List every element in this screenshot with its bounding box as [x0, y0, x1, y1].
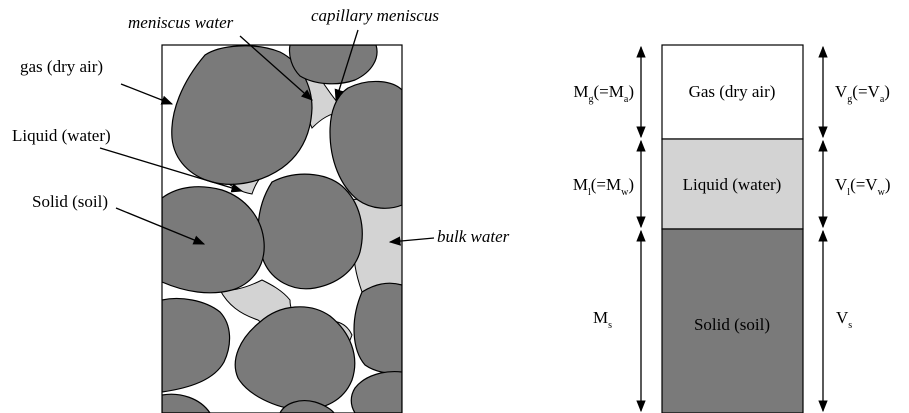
mass-gas-label: Mg(=Ma)	[573, 82, 634, 105]
grain	[353, 282, 402, 374]
grain	[171, 45, 313, 185]
soil-element-diagram: gas (dry air) Liquid (water) Solid (soil…	[12, 6, 510, 413]
mass-liquid-label: Ml(=Mw)	[573, 175, 634, 198]
grain	[329, 80, 402, 209]
grain	[162, 186, 265, 294]
solid-phase-label: Solid (soil)	[694, 315, 770, 334]
gas-label: gas (dry air)	[20, 57, 103, 76]
meniscus-water-arrow	[239, 35, 313, 101]
grain	[162, 393, 211, 413]
grain	[279, 400, 335, 413]
phase-diagram: Gas (dry air) Liquid (water) Solid (soil…	[573, 44, 891, 413]
capillary-meniscus-arrow	[334, 29, 359, 102]
grain	[350, 370, 402, 413]
solid-label: Solid (soil)	[32, 192, 108, 211]
grain	[162, 297, 231, 393]
liquid-phase-label: Liquid (water)	[683, 175, 782, 194]
gas-arrow	[120, 83, 174, 105]
solid-arrow	[115, 207, 206, 245]
bulk-water-label: bulk water	[437, 227, 510, 246]
volume-gas-label: Vg(=Va)	[835, 82, 890, 105]
volume-liquid-label: Vl(=Vw)	[835, 175, 891, 198]
grain	[288, 45, 378, 85]
liquid-arrow	[99, 147, 244, 193]
gas-phase-block	[661, 44, 804, 140]
soil-grains	[162, 45, 402, 413]
volume-solid-label: Vs	[836, 308, 852, 331]
gas-phase-label: Gas (dry air)	[689, 82, 776, 101]
mass-solid-label: Ms	[593, 308, 612, 331]
bulk-water-arrow	[388, 236, 435, 246]
capillary-meniscus-label: capillary meniscus	[311, 6, 439, 25]
meniscus-water-label: meniscus water	[128, 13, 234, 32]
liquid-phase-block	[661, 138, 804, 230]
soil-element-border	[161, 44, 403, 413]
grain	[257, 173, 363, 290]
grain	[234, 306, 356, 411]
liquid-label: Liquid (water)	[12, 126, 111, 145]
solid-phase-block	[661, 228, 804, 413]
